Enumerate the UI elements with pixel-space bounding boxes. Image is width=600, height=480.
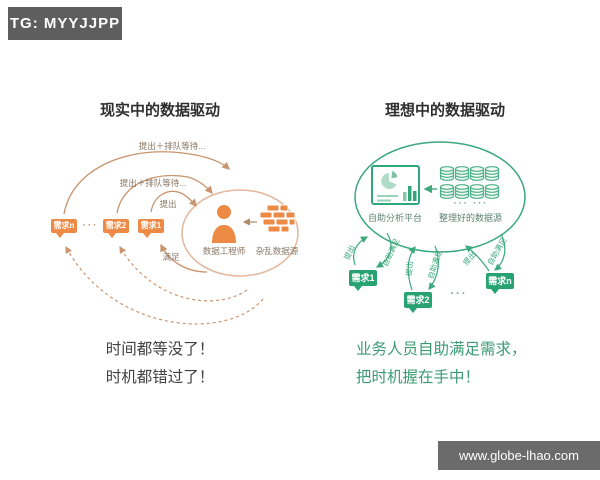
satisfy-label: 满足 [162,252,180,262]
reality-diagram [63,151,299,325]
demand-tag-n-right: 需求n [486,273,514,294]
demand-tag-2-left: 需求2 [103,219,129,238]
orbit-inner-label: 提出 [159,199,177,209]
database-icon [484,166,500,181]
tidy-source-label: 整理好的数据源 [438,213,502,223]
database-icon [484,184,500,199]
orbit-inner-arc [150,190,197,213]
satisfy-return-arc [160,243,208,273]
demand1-submit-arc [353,236,369,266]
database-icon [439,166,455,181]
database-icon [454,184,470,199]
database-icon [469,166,485,181]
orbit-middle-arc [116,175,213,214]
demand-tag-1-right: 需求1 [349,270,377,291]
bar-chart-icon [403,186,417,201]
right-ellipsis: ··· [450,288,468,300]
dashboard-icon [371,165,420,205]
right-caption-line1: 业务人员自助满足需求， [356,341,527,358]
submit-label-2: 提出 [404,260,415,277]
messy-data-icon [259,204,296,233]
return-middle-dashed-arc [119,245,248,302]
left-caption-line1: 时间都等没了！ [105,341,215,358]
channel-badge: TG: MYYJJPP [8,7,122,40]
demand-tag-n-left: 需求n [51,219,77,238]
engineer-hub-ellipse [181,189,299,277]
orbit-outer-arc [63,151,230,215]
engineer-person-icon [212,205,236,243]
demand-tag-2-right: 需求2 [404,292,432,313]
left-caption-line2: 时机都错过了！ [105,369,215,386]
orbit-outer-label: 提出＋排队等待... [138,141,206,151]
platform-label: 自助分析平台 [367,213,422,223]
orbit-middle-label: 提出＋排队等待... [119,178,187,188]
database-grid [439,166,500,199]
demand1-serve-arc [375,232,392,268]
messy-source-label: 杂乱数据源 [255,246,299,256]
pie-chart-icon [381,173,397,189]
left-title: 现实中的数据驱动 [99,102,220,119]
database-ellipsis: ··· ··· [453,198,489,208]
demand2-serve-arc [428,245,439,290]
demand-tag-1-left: 需求1 [138,219,164,238]
watermark: www.globe-lhao.com [438,441,600,470]
demandn-serve-arc [494,233,506,271]
database-icon [454,166,470,181]
demand2-submit-arc [407,246,416,291]
demandn-submit-arc [465,245,490,272]
right-caption-line2: 把时机握在手中！ [356,369,481,386]
database-icon [469,184,485,199]
right-title: 理想中的数据驱动 [384,102,505,119]
engineer-label: 数据工程师 [202,246,246,256]
left-ellipsis: ··· [82,220,99,231]
ideal-diagram [353,141,526,291]
database-icon [439,184,455,199]
